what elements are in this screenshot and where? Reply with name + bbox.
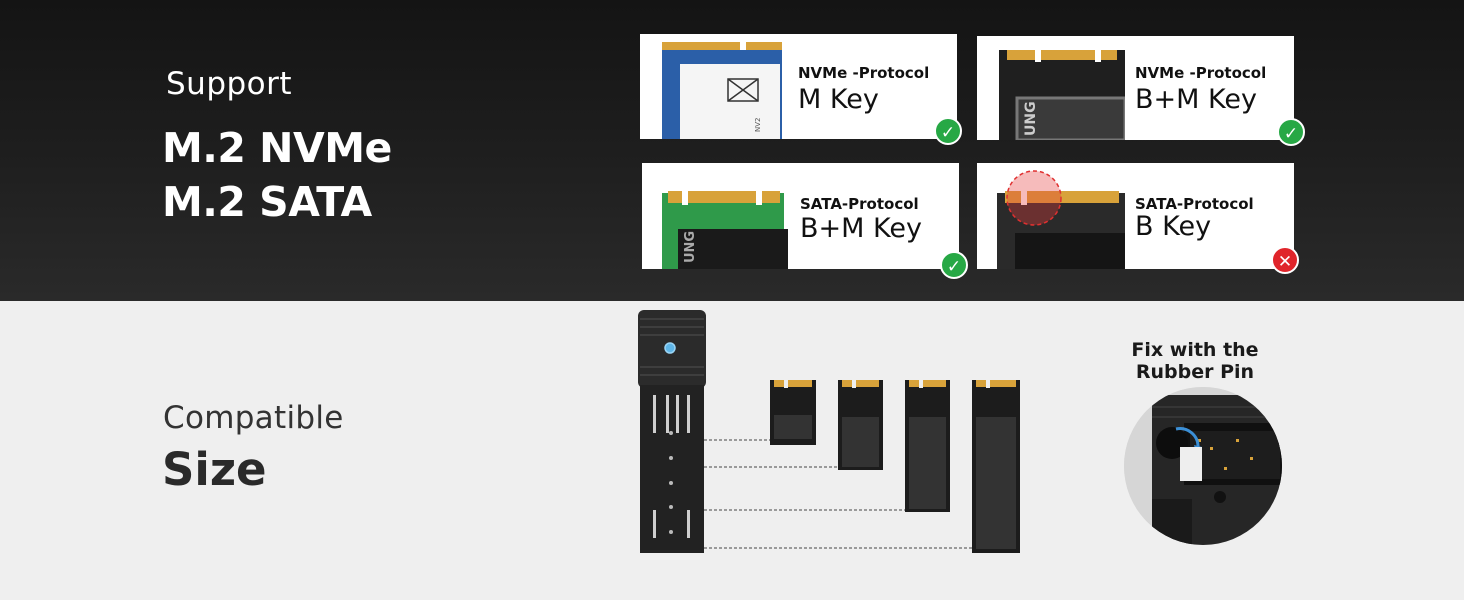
check-icon: ✓ — [1277, 118, 1305, 146]
ssd-label-2: UNG — [1023, 101, 1039, 136]
nvme-m-key-ssd-image: NV2 — [640, 34, 788, 139]
card-protocol: SATA-Protocol — [1135, 195, 1254, 213]
sata-title: M.2 SATA — [162, 178, 372, 226]
compatible-heading: Compatible — [163, 400, 344, 436]
fix-rubber-pin-label: Fix with the Rubber Pin — [1131, 339, 1259, 383]
ssd-label-3: UNG — [683, 231, 698, 263]
card-protocol: SATA-Protocol — [800, 195, 919, 213]
sata-b-key-ssd-image — [977, 163, 1125, 269]
card-protocol: NVMe -Protocol — [1135, 64, 1267, 82]
card-sata-bm-key: UNG SATA-Protocol B+M Key ✓ — [642, 163, 968, 279]
card-protocol: NVMe -Protocol — [798, 64, 930, 82]
sata-bm-key-ssd-image: UNG — [642, 163, 790, 269]
ssd-label-1: NV2 — [754, 118, 762, 132]
ssd-2242-image — [838, 378, 883, 470]
size-diagram — [638, 310, 1020, 553]
card-key: M Key — [798, 84, 879, 115]
ssd-2230-image — [770, 378, 816, 445]
check-icon: ✓ — [940, 251, 968, 279]
card-nvme-m-key: NV2 NVMe -Protocol M Key ✓ — [640, 34, 962, 145]
card-nvme-bm-key: UNG NVMe -Protocol B+M Key ✓ — [977, 36, 1305, 146]
cross-icon: ✕ — [1271, 246, 1299, 274]
card-key: B+M Key — [1135, 84, 1257, 115]
rubber-pin-closeup-image — [1124, 387, 1282, 545]
ssd-2280-image — [972, 378, 1020, 553]
card-key: B Key — [1135, 211, 1212, 242]
nvme-title: M.2 NVMe — [162, 124, 392, 172]
check-icon: ✓ — [934, 117, 962, 145]
card-key: B+M Key — [800, 213, 922, 244]
enclosure-image — [638, 310, 706, 553]
nvme-bm-key-ssd-image: UNG — [977, 36, 1125, 140]
support-heading: Support — [166, 66, 293, 102]
ssd-2260-image — [905, 378, 950, 512]
card-sata-b-key: SATA-Protocol B Key ✕ — [977, 163, 1299, 274]
size-heading: Size — [162, 443, 267, 496]
